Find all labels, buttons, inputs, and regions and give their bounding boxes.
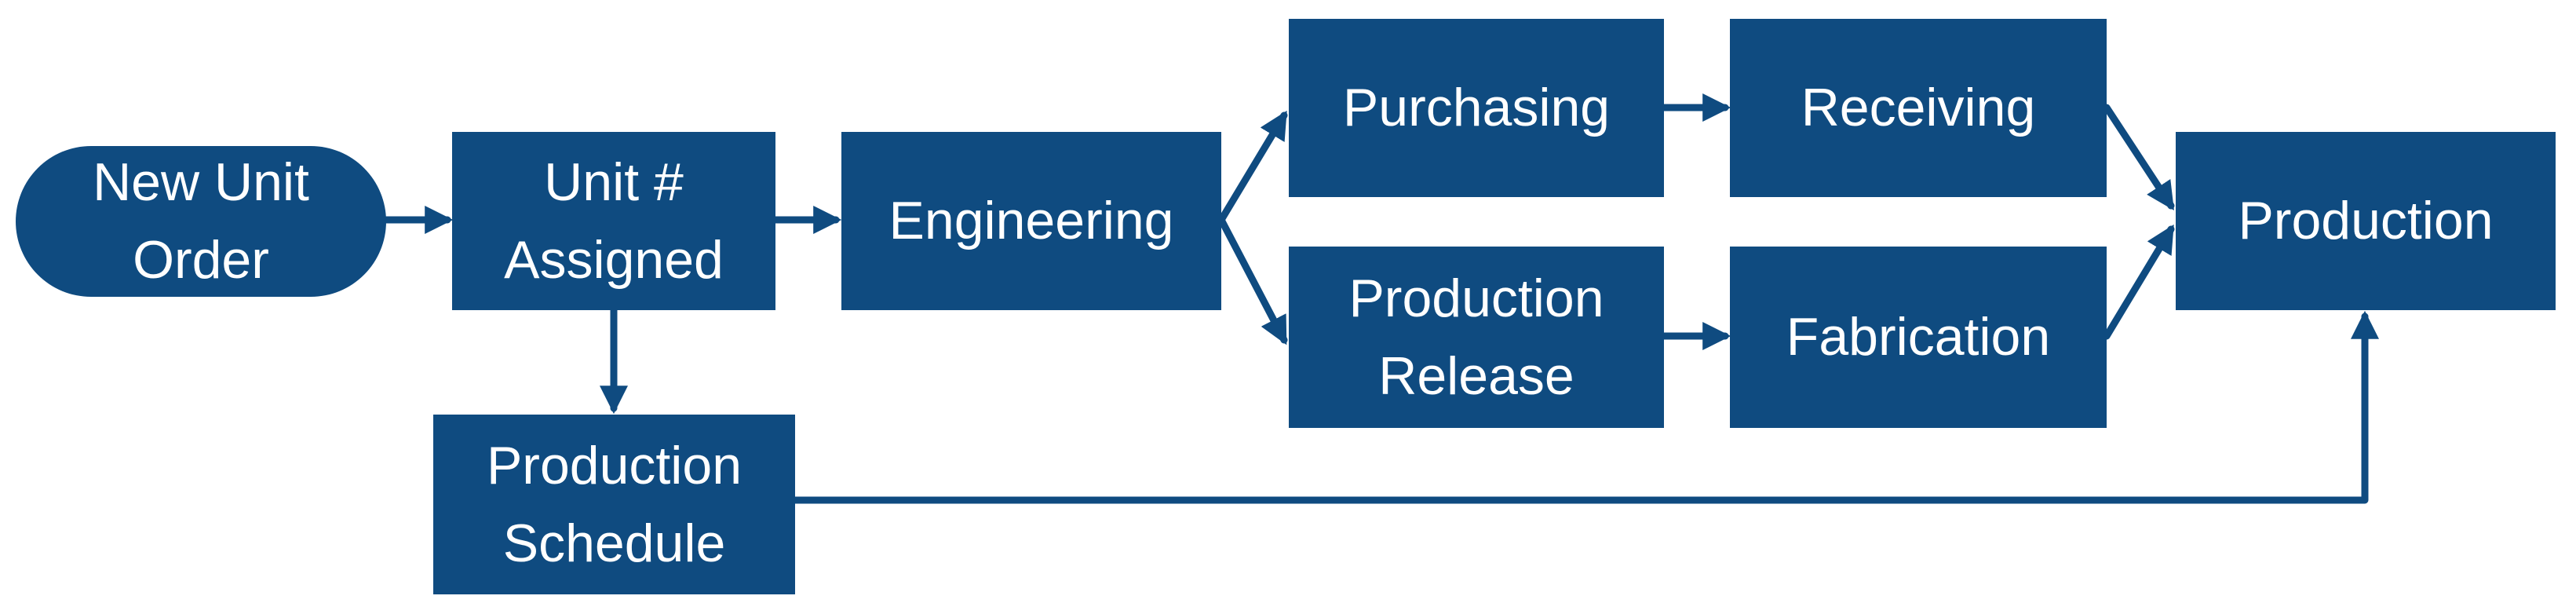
node-production-release: Production Release bbox=[1289, 247, 1664, 428]
node-production-schedule: Production Schedule bbox=[433, 415, 795, 594]
arrow-schedule-to-production bbox=[791, 310, 2379, 504]
node-engineering: Engineering bbox=[841, 132, 1221, 310]
node-production: Production bbox=[2176, 132, 2556, 310]
arrow-fabrication-to-production bbox=[2103, 224, 2175, 340]
arrow-receiving-to-production bbox=[2103, 104, 2175, 211]
node-purchasing: Purchasing bbox=[1289, 19, 1664, 197]
node-fabrication: Fabrication bbox=[1730, 247, 2107, 428]
node-receiving: Receiving bbox=[1730, 19, 2107, 197]
arrow-engineering-to-purchasing bbox=[1217, 110, 1288, 224]
node-unit-assigned: Unit # Assigned bbox=[452, 132, 775, 310]
arrow-engineering-to-release bbox=[1217, 216, 1288, 345]
node-new-unit-order: New Unit Order bbox=[16, 146, 386, 297]
